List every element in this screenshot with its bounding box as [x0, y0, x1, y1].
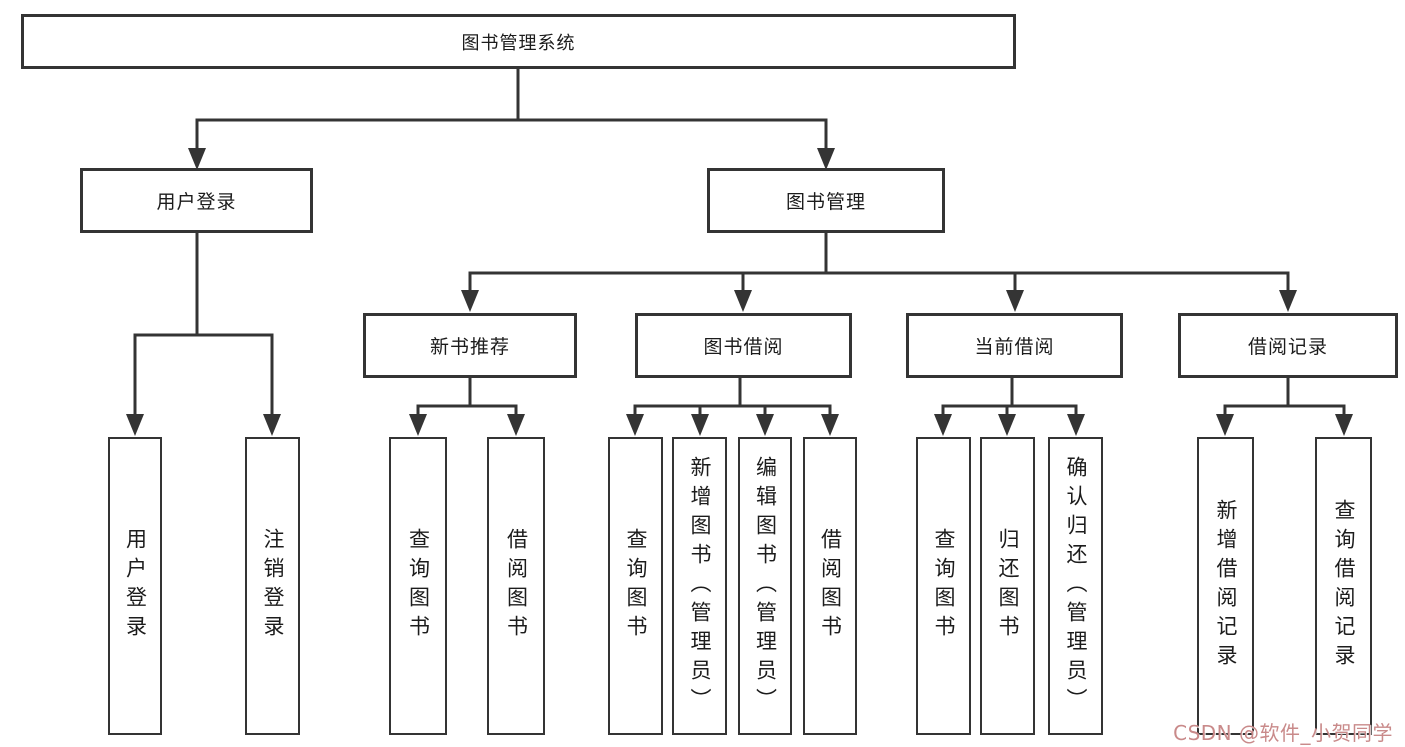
- leaf-query-borrow-record: 查询借阅记录: [1315, 437, 1372, 735]
- leaf-query-borrow-record-label: 查询借阅记录: [1332, 499, 1356, 673]
- leaf-add-borrow-record: 新增借阅记录: [1197, 437, 1254, 735]
- leaf-user-login-label: 用户登录: [123, 528, 148, 644]
- leaf-query-books-current-label: 查询图书: [932, 528, 956, 644]
- leaf-borrow-books-borrowing-label: 借阅图书: [818, 528, 843, 644]
- leaf-add-book-admin: 新增图书（管理员）: [672, 437, 727, 735]
- leaf-return-books: 归还图书: [980, 437, 1035, 735]
- leaf-query-books-recommend: 查询图书: [389, 437, 447, 735]
- csdn-watermark: CSDN @软件_小贺同学: [1173, 721, 1393, 745]
- node-user-login: 用户登录: [80, 168, 313, 233]
- leaf-confirm-return-admin-label: 确认归还（管理员）: [1064, 455, 1088, 717]
- node-new-book-recommendation: 新书推荐: [363, 313, 577, 378]
- leaf-user-login: 用户登录: [108, 437, 162, 735]
- leaf-logout-label: 注销登录: [261, 528, 285, 644]
- leaf-borrow-books-recommend: 借阅图书: [487, 437, 545, 735]
- leaf-query-books-borrowing-label: 查询图书: [624, 528, 648, 644]
- node-library-system: 图书管理系统: [21, 14, 1016, 69]
- node-book-borrowing-label: 图书借阅: [703, 336, 784, 358]
- leaf-return-books-label: 归还图书: [996, 528, 1020, 644]
- node-user-login-label: 用户登录: [156, 191, 237, 213]
- node-current-borrowing: 当前借阅: [906, 313, 1123, 378]
- leaf-query-books-borrowing: 查询图书: [608, 437, 663, 735]
- leaf-borrow-books-recommend-label: 借阅图书: [504, 528, 529, 644]
- leaf-edit-book-admin: 编辑图书（管理员）: [738, 437, 792, 735]
- leaf-logout: 注销登录: [245, 437, 300, 735]
- node-book-management-label: 图书管理: [785, 191, 866, 213]
- leaf-query-books-recommend-label: 查询图书: [406, 528, 431, 644]
- node-book-borrowing: 图书借阅: [635, 313, 852, 378]
- leaf-borrow-books-borrowing: 借阅图书: [803, 437, 857, 735]
- leaf-edit-book-admin-label: 编辑图书（管理员）: [753, 455, 778, 717]
- node-book-management: 图书管理: [707, 168, 945, 233]
- node-library-system-label: 图书管理系统: [461, 32, 576, 54]
- node-borrowing-records: 借阅记录: [1178, 313, 1398, 378]
- node-current-borrowing-label: 当前借阅: [974, 336, 1055, 358]
- leaf-confirm-return-admin: 确认归还（管理员）: [1048, 437, 1103, 735]
- leaf-add-book-admin-label: 新增图书（管理员）: [688, 455, 712, 717]
- node-borrowing-records-label: 借阅记录: [1247, 336, 1328, 358]
- node-new-book-recommendation-label: 新书推荐: [429, 336, 510, 358]
- leaf-add-borrow-record-label: 新增借阅记录: [1214, 499, 1238, 673]
- leaf-query-books-current: 查询图书: [916, 437, 971, 735]
